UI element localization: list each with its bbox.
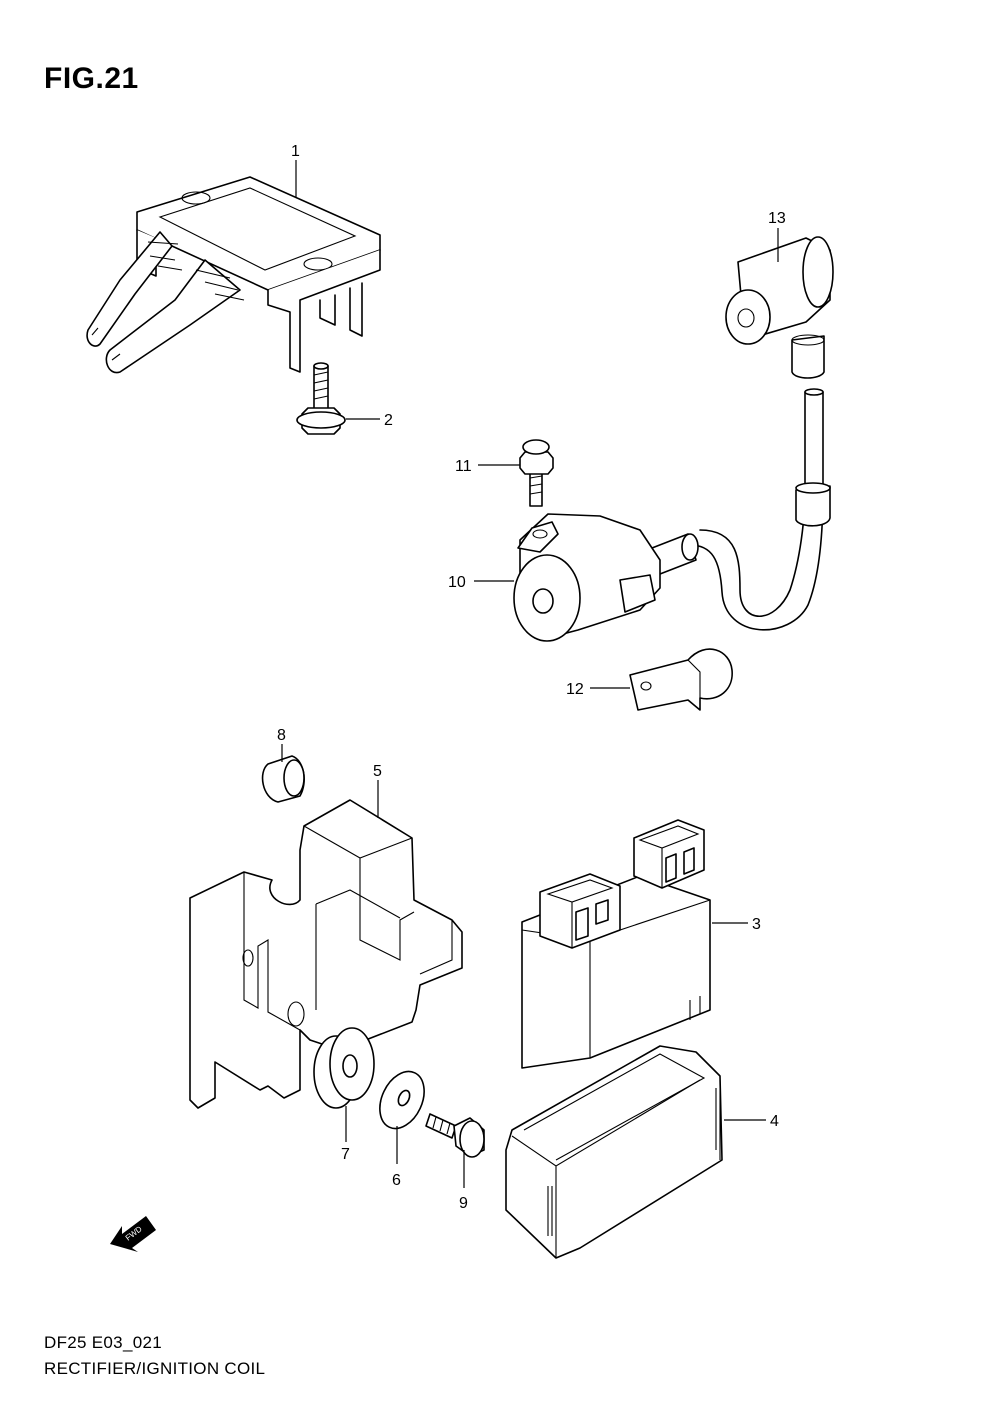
callout-1: 1 [291,143,300,160]
rectifier-part [86,176,381,374]
callout-2: 2 [384,412,393,429]
bolt-part-2 [296,362,346,435]
callout-3: 3 [752,916,761,933]
callout-5: 5 [373,763,382,780]
bracket-part [189,799,463,1109]
callout-11: 11 [455,458,472,475]
callouts: 1 2 3 4 5 6 7 8 9 10 11 12 13 [277,143,786,1212]
callout-13: 13 [768,210,786,227]
ignition-coil-part [513,388,831,642]
callout-12: 12 [566,681,584,698]
callout-7: 7 [341,1146,350,1163]
callout-8: 8 [277,727,286,744]
fwd-arrow-icon: FWD [110,1216,156,1252]
callout-9: 9 [459,1195,468,1212]
grommet-part [313,1027,375,1109]
figure-title: FIG.21 [44,62,139,95]
cdi-unit-part [521,819,711,1069]
callout-6: 6 [392,1172,401,1189]
washer-part [379,1070,425,1130]
figure-code: DF25 E03_021 [44,1333,162,1352]
figure-name: RECTIFIER/IGNITION COIL [44,1359,266,1378]
callout-4: 4 [770,1113,779,1130]
clamp-part [629,648,733,711]
cdi-cover-part [505,1045,723,1259]
bolt-part-11 [519,439,554,507]
bolt-part-9 [425,1113,485,1158]
spark-plug-cap-part [725,236,834,379]
callout-10: 10 [448,574,466,591]
cap-part-8 [261,755,305,803]
